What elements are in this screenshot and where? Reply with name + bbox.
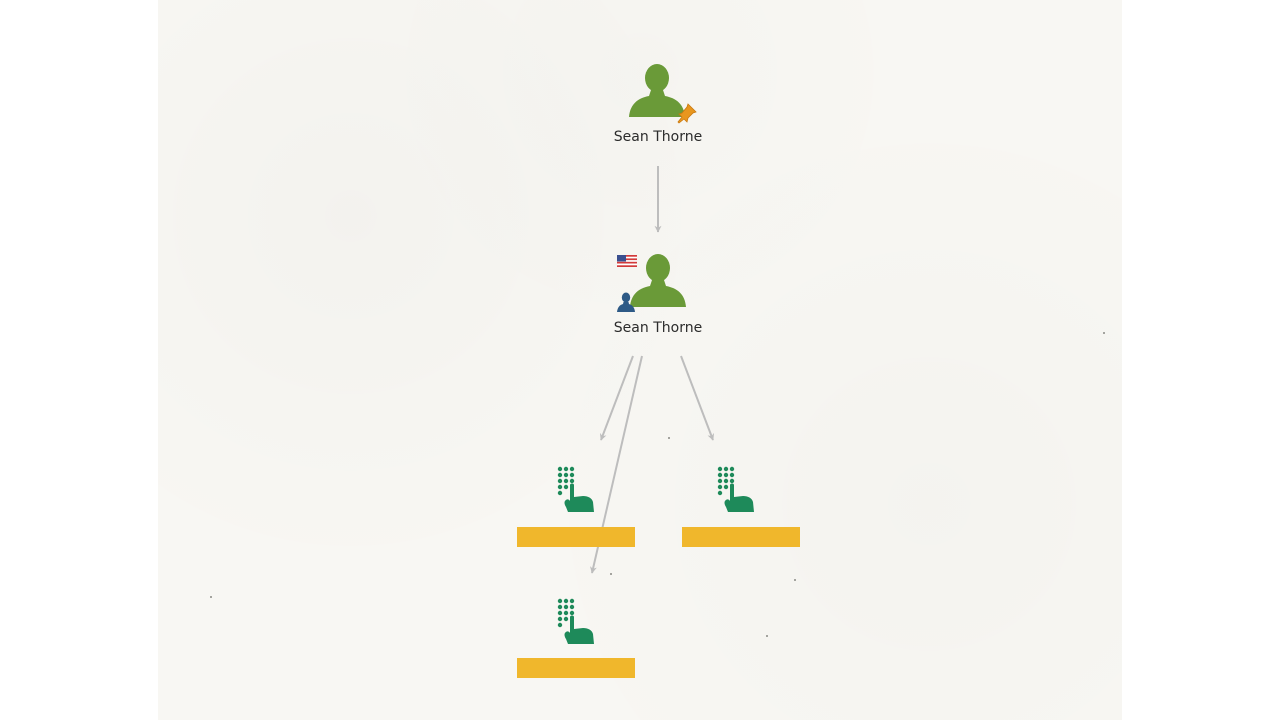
graph-canvas[interactable]: Sean Thorne Sean Thorne bbox=[158, 0, 1122, 720]
phone-node-label-bar bbox=[517, 527, 635, 547]
phone-node-right[interactable] bbox=[682, 462, 800, 548]
paper-speck bbox=[610, 573, 612, 575]
paper-speck bbox=[794, 579, 796, 581]
phone-node-label-bar bbox=[517, 658, 635, 678]
phone-keypad-icon bbox=[557, 466, 594, 512]
user-badge-icon bbox=[617, 292, 635, 312]
phone-keypad-icon bbox=[557, 598, 594, 644]
pin-icon bbox=[677, 103, 697, 124]
person-node-root[interactable]: Sean Thorne bbox=[578, 60, 738, 150]
person-node-child[interactable]: Sean Thorne bbox=[578, 250, 738, 340]
person-icon bbox=[629, 64, 685, 117]
edge-child-to-pad-right[interactable] bbox=[680, 355, 715, 441]
person-icon bbox=[630, 254, 686, 307]
paper-speck bbox=[668, 437, 670, 439]
phone-node-bottom[interactable] bbox=[517, 594, 635, 680]
phone-keypad-icon bbox=[717, 466, 754, 512]
paper-speck bbox=[766, 635, 768, 637]
paper-speck bbox=[210, 596, 212, 598]
person-node-label: Sean Thorne bbox=[613, 320, 703, 336]
person-node-label: Sean Thorne bbox=[613, 129, 703, 145]
phone-node-left[interactable] bbox=[517, 462, 635, 548]
paper-speck bbox=[1103, 332, 1105, 334]
edge-child-to-pad-left[interactable] bbox=[599, 355, 634, 441]
us-flag-icon bbox=[617, 255, 637, 267]
phone-node-label-bar bbox=[682, 527, 800, 547]
